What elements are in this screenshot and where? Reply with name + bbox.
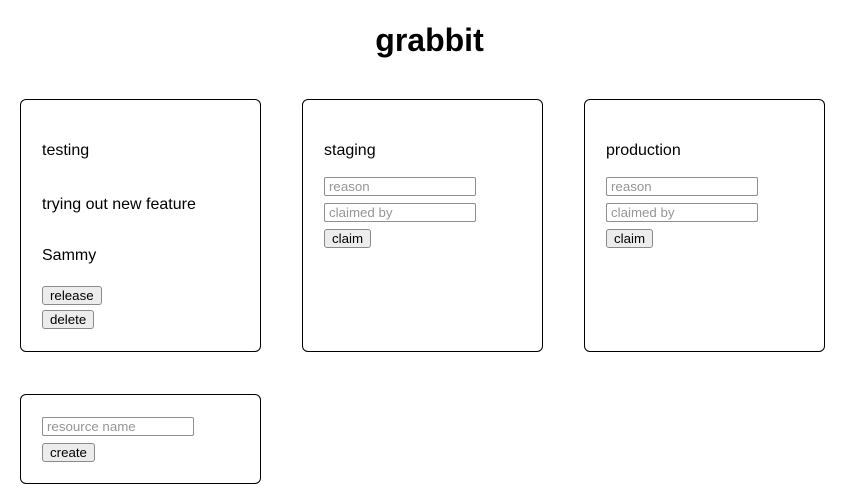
claimed-by-input[interactable] — [324, 202, 476, 222]
release-button[interactable]: release — [42, 285, 102, 306]
resource-name: testing — [42, 141, 90, 159]
resource-name: production — [606, 141, 681, 159]
claimed-actions: release delete — [42, 285, 239, 330]
claim-form: claim — [324, 176, 521, 249]
claimed-by-input[interactable] — [606, 202, 758, 222]
resource-name: staging — [324, 141, 376, 159]
resource-card-testing: testing trying out new feature Sammy rel… — [20, 98, 261, 352]
claim-button[interactable]: claim — [324, 228, 372, 249]
claimed-by-text: Sammy — [42, 246, 97, 264]
reason-input[interactable] — [606, 176, 758, 196]
claim-button[interactable]: claim — [606, 228, 654, 249]
reason-input[interactable] — [324, 176, 476, 196]
resource-card-production: production claim — [584, 98, 825, 352]
resources-row: testing trying out new feature Sammy rel… — [0, 98, 859, 352]
create-resource-card: create — [20, 393, 261, 484]
claim-reason-text: trying out new feature — [42, 195, 196, 213]
claim-form: claim — [606, 176, 803, 249]
resource-card-staging: staging claim — [302, 98, 543, 352]
page-title: grabbit — [375, 22, 484, 58]
delete-button[interactable]: delete — [42, 310, 95, 330]
create-button[interactable]: create — [42, 442, 95, 463]
resource-name-input[interactable] — [42, 416, 194, 436]
